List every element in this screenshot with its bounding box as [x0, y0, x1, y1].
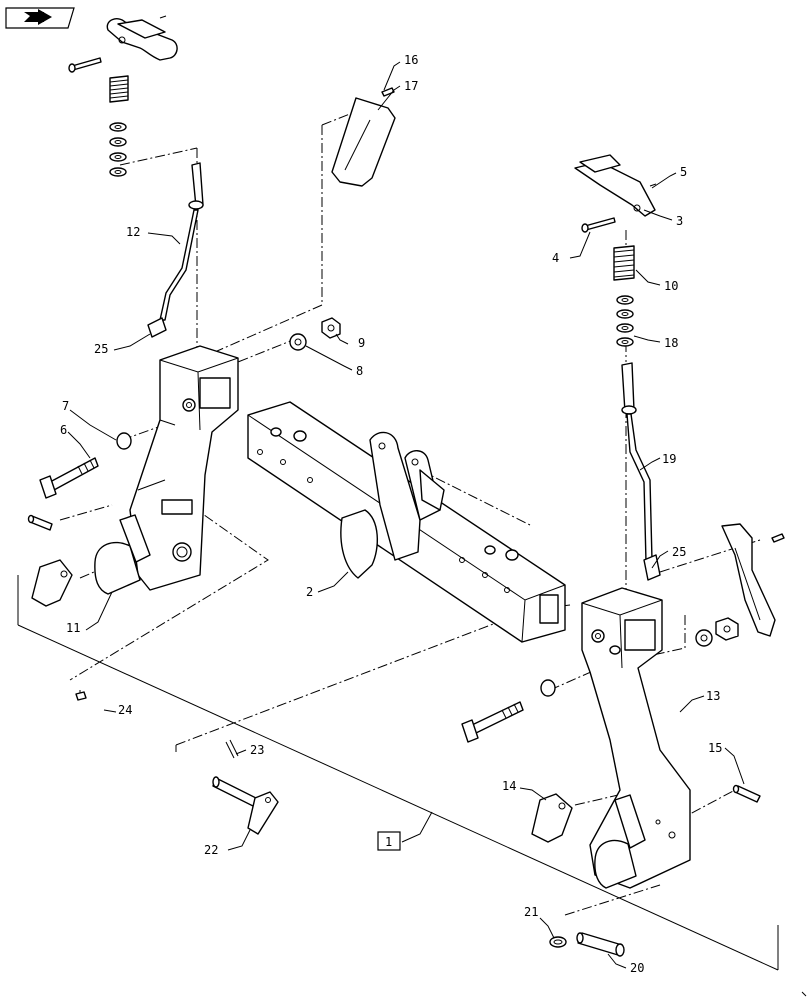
right-latch-block	[531, 793, 573, 843]
callout-12: 12	[126, 225, 140, 239]
clip-21	[549, 936, 567, 948]
right-washers	[616, 295, 634, 347]
assembly-label-text: 1	[385, 835, 392, 849]
callout-16: 16	[404, 53, 418, 67]
left-washer	[116, 432, 132, 450]
callout-6: 6	[60, 423, 67, 437]
right-washer	[540, 679, 556, 697]
left-latch-block	[31, 559, 73, 607]
callout-13: 13	[706, 689, 720, 703]
back-arrow-icon	[24, 9, 52, 25]
callout-3: 3	[676, 214, 683, 228]
right-spring	[613, 245, 635, 281]
small-screw	[381, 87, 395, 97]
left-pin	[68, 57, 102, 73]
back-navigation-button[interactable]	[5, 7, 75, 29]
right-hitch-arm	[581, 587, 691, 889]
right-small-pin	[732, 784, 761, 803]
left-hitch-arm	[94, 345, 239, 595]
retaining-pin-22	[212, 776, 279, 835]
callout-24: 24	[118, 703, 132, 717]
assembly-bracket	[17, 575, 779, 971]
callout-17: 17	[404, 79, 418, 93]
left-bushing	[289, 333, 307, 351]
callout-22: 22	[204, 843, 218, 857]
leaf-plate	[331, 97, 396, 187]
callout-23: 23	[250, 743, 264, 757]
center-hook	[340, 431, 445, 579]
callout-9: 9	[358, 336, 365, 350]
callout-4: 4	[552, 251, 559, 265]
right-rod	[621, 362, 661, 581]
right-leaf-plate	[721, 523, 776, 637]
callout-25-right: 25	[672, 545, 686, 559]
right-nut	[715, 617, 739, 641]
callout-21: 21	[524, 905, 538, 919]
callout-14: 14	[502, 779, 516, 793]
left-latch-lever	[106, 18, 178, 61]
left-small-pin	[27, 514, 53, 531]
assembly-label: 1	[377, 831, 401, 851]
callout-15: 15	[708, 741, 722, 755]
callout-11: 11	[66, 621, 80, 635]
pin-20	[576, 932, 625, 957]
left-washers	[109, 122, 127, 177]
callout-19: 19	[662, 452, 676, 466]
left-rod	[147, 162, 204, 338]
callout-20: 20	[630, 961, 644, 975]
callout-2: 2	[306, 585, 313, 599]
callout-10: 10	[664, 279, 678, 293]
left-bolt	[39, 457, 99, 499]
callout-leaders	[67, 61, 745, 969]
callout-7: 7	[62, 399, 69, 413]
washer-24	[75, 691, 87, 701]
right-bolt	[461, 701, 524, 743]
right-latch-lever	[574, 154, 656, 217]
callout-numbers: 16 17 5 3 4 10 18 19 25 9 8 12 25 7 6 11…	[60, 53, 722, 975]
clip-23	[225, 739, 239, 759]
left-nut	[321, 317, 341, 339]
callout-25-left: 25	[94, 342, 108, 356]
callout-18: 18	[664, 336, 678, 350]
right-pin	[581, 217, 616, 233]
right-bushing	[695, 629, 713, 647]
callout-5: 5	[680, 165, 687, 179]
right-small-screw	[771, 533, 785, 543]
left-spring	[109, 75, 129, 103]
callout-8: 8	[356, 364, 363, 378]
